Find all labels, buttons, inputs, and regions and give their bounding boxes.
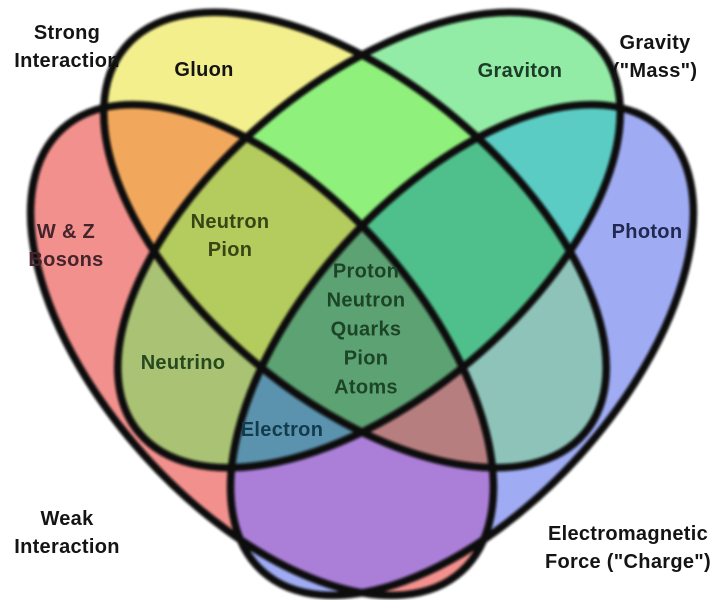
label-wz-line1: W & Z [36, 221, 96, 243]
label-strong-interaction: Strong Interaction [14, 19, 120, 75]
label-strong-line2: Interaction [14, 50, 120, 72]
label-em-line1: Electromagnetic [547, 523, 709, 545]
label-center-line2: Neutron [326, 289, 406, 312]
label-center-line3: Quarks [330, 318, 402, 341]
label-strong-line1: Strong [33, 22, 101, 44]
label-neutron-pion-line2: Pion [207, 239, 253, 261]
label-center-line5: Atoms [334, 376, 398, 399]
label-center-line1: Proton [332, 260, 400, 283]
label-wz-line2: Bosons [28, 249, 104, 271]
label-neutrino: Neutrino [140, 352, 226, 374]
label-neutron-pion: Neutron Pion [191, 208, 270, 264]
label-gravity-line2: ("Mass") [612, 60, 698, 82]
label-gravity-mass: Gravity ("Mass") [613, 29, 698, 85]
label-center-line4: Pion [343, 347, 389, 370]
label-weak-interaction: Weak Interaction [14, 505, 120, 561]
label-photon: Photon [611, 221, 683, 243]
label-electromagnetic-force: Electromagnetic Force ("Charge") [545, 520, 711, 576]
label-neutron-pion-line1: Neutron [190, 211, 270, 233]
label-gravity-line1: Gravity [619, 32, 691, 54]
label-center-particles: Proton Neutron Quarks Pion Atoms [327, 258, 406, 403]
label-wz-bosons: W & Z Bosons [28, 218, 103, 274]
label-weak-line2: Interaction [14, 536, 120, 558]
label-graviton: Graviton [477, 60, 563, 82]
label-gluon: Gluon [174, 59, 234, 81]
label-electron: Electron [240, 419, 324, 441]
label-weak-line1: Weak [40, 508, 94, 530]
label-em-line2: Force ("Charge") [544, 551, 712, 573]
